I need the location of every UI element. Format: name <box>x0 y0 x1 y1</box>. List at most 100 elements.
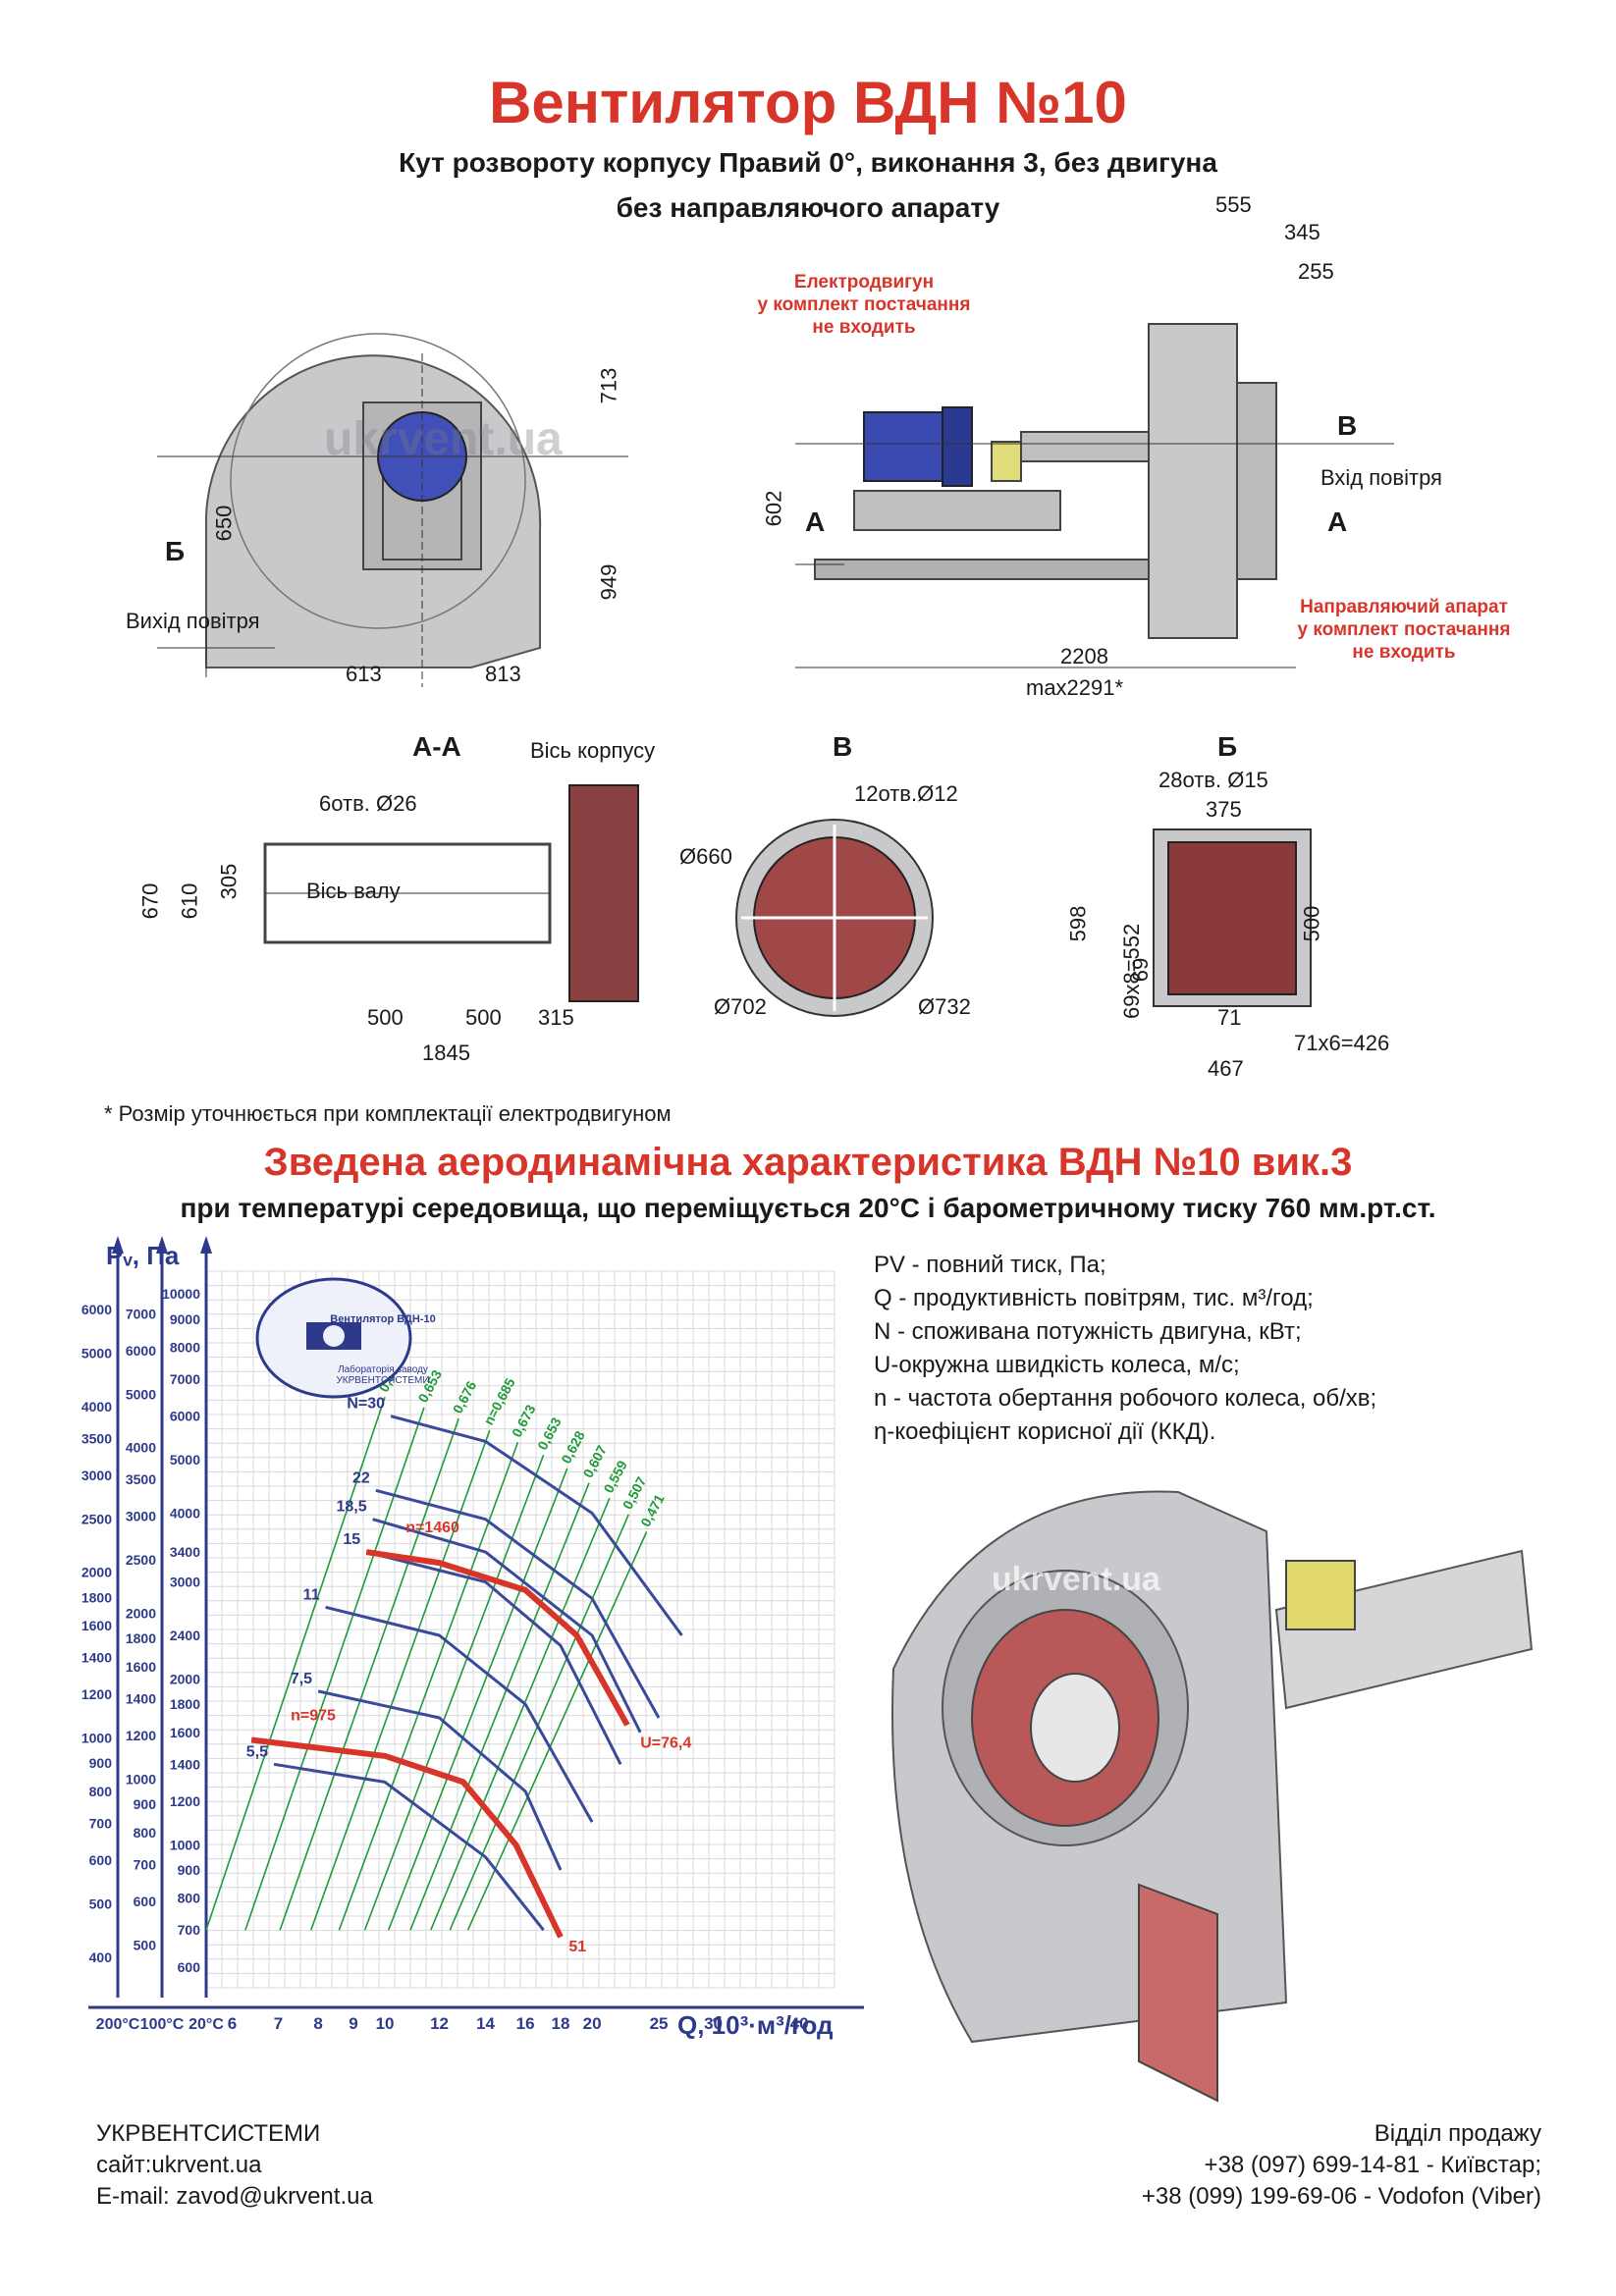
dim-602: 602 <box>761 490 786 527</box>
power-curve <box>317 1689 563 1871</box>
power-curve <box>390 1415 683 1636</box>
dim-613: 613 <box>346 662 382 686</box>
y-tick-label: 500 <box>134 1937 157 1952</box>
y-tick-label: 600 <box>89 1852 113 1868</box>
power-curve-label: 5,5 <box>246 1743 268 1760</box>
guide-note-line-3: не входить <box>1352 641 1456 663</box>
footer-company: УКРВЕНТСИСТЕМИ <box>96 2120 321 2147</box>
dim-650: 650 <box>211 505 237 542</box>
motor-note: Електродвигун у комплект постачання не в… <box>727 272 1001 339</box>
y-tick-label: 700 <box>178 1922 201 1938</box>
y-tick-label: 10000 <box>162 1286 200 1302</box>
pressure-curve <box>365 1549 630 1727</box>
y-tick-label: 600 <box>178 1959 201 1975</box>
x-tick-label: 14 <box>476 2014 495 2033</box>
dim-71x6: 71x6=426 <box>1294 1031 1390 1055</box>
x-tick-label: 8 <box>313 2014 322 2033</box>
dim-305: 305 <box>216 863 242 900</box>
y-tick-label: 700 <box>134 1856 157 1872</box>
power-curve <box>325 1605 594 1823</box>
dim-467: 467 <box>1208 1056 1244 1081</box>
y-tick-label: 3400 <box>170 1544 200 1560</box>
y-tick-label: 1600 <box>81 1618 112 1633</box>
footer-phone-2[interactable]: +38 (099) 199-69-06 - Vodofon (Viber) <box>1141 2183 1541 2210</box>
guide-apparatus-note: Направляючий апарат у комплект постачанн… <box>1266 597 1541 664</box>
y-tick-label: 2500 <box>126 1552 156 1568</box>
dim-71: 71 <box>1217 1005 1242 1030</box>
y-tick-label: 3000 <box>81 1468 112 1483</box>
y-tick-label: 8000 <box>170 1340 200 1356</box>
y-tick-label: 800 <box>89 1784 113 1799</box>
y-tick-label: 1600 <box>126 1659 156 1675</box>
y-tick-label: 2000 <box>81 1565 112 1580</box>
legend-pv: PV - повний тиск, Па; <box>874 1252 1106 1278</box>
efficiency-label: 0,653 <box>534 1415 565 1453</box>
efficiency-line <box>409 1482 590 1931</box>
y-tick-label: 2400 <box>170 1628 200 1643</box>
efficiency-label: 0,471 <box>637 1491 668 1529</box>
dim-713: 713 <box>596 367 621 404</box>
y-tick-label: 1400 <box>170 1756 200 1772</box>
guide-note-line-2: у комплект постачання <box>1297 618 1511 640</box>
efficiency-line <box>466 1531 648 1931</box>
x-tick-label: 18 <box>552 2014 570 2033</box>
y-axis-arrow <box>112 1236 124 1254</box>
footer-site[interactable]: сайт:ukrvent.ua <box>96 2152 262 2178</box>
power-curve <box>273 1762 545 1932</box>
dim-949: 949 <box>596 563 621 601</box>
efficiency-label: 0,559 <box>600 1458 630 1496</box>
stamp-top-text: Вентилятор ВДН-10 <box>330 1313 436 1325</box>
dim-315: 315 <box>538 1005 574 1030</box>
dim-500-b: 500 <box>465 1005 502 1030</box>
y-tick-label: 2000 <box>126 1606 156 1622</box>
y-tick-label: 2000 <box>170 1671 200 1686</box>
inlet-label: Вхід повітря <box>1320 465 1442 490</box>
motor-note-line-1: Електродвигун <box>793 272 935 293</box>
x-temp-label: 100°C <box>140 2016 185 2033</box>
footer-email[interactable]: E-mail: zavod@ukrvent.ua <box>96 2183 373 2210</box>
x-temp-label: 20°C <box>189 2016 224 2033</box>
section-mark-a-left: A <box>805 507 826 537</box>
y-tick-label: 900 <box>89 1755 113 1771</box>
dim-69: 69 <box>1128 957 1154 983</box>
x-tick-label: 9 <box>349 2014 357 2033</box>
y-tick-label: 3000 <box>170 1575 200 1590</box>
dim-610: 610 <box>177 882 202 920</box>
y-tick-label: 3500 <box>126 1471 156 1487</box>
y-tick-label: 1800 <box>81 1589 112 1605</box>
holes-v-label: 12отв.Ø12 <box>854 781 958 806</box>
u-speed-label: U=76,4 <box>640 1735 691 1752</box>
power-curve <box>365 1550 622 1765</box>
footer-phone-1[interactable]: +38 (097) 699-14-81 - Київстар; <box>1204 2152 1541 2178</box>
x-tick-label: 10 <box>376 2014 395 2033</box>
page-subtitle-1: Кут розвороту корпусу Правий 0°, виконан… <box>399 147 1217 178</box>
y-axis-arrow <box>156 1236 168 1254</box>
y-tick-label: 1800 <box>170 1696 200 1712</box>
x-tick-label: 25 <box>650 2014 669 2033</box>
y-tick-label: 1200 <box>170 1793 200 1809</box>
y-tick-label: 1800 <box>126 1630 156 1646</box>
efficiency-label: n=0,685 <box>480 1375 518 1427</box>
y-tick-label: 7000 <box>170 1371 200 1387</box>
pressure-curve-label: n=1460 <box>405 1520 459 1536</box>
dim-d702: Ø702 <box>714 994 767 1019</box>
y-tick-label: 1400 <box>126 1690 156 1706</box>
section-mark-b-front: Б <box>165 536 186 566</box>
dim-1845: 1845 <box>422 1041 470 1065</box>
dim-500-a: 500 <box>367 1005 404 1030</box>
axis-shaft-label: Вісь валу <box>306 879 401 903</box>
chart-x-label: Q, 10³·м³/год <box>677 2010 834 2040</box>
chart-subtitle: при температурі середовища, що переміщує… <box>180 1193 1436 1223</box>
y-tick-label: 1600 <box>170 1725 200 1740</box>
section-b-drawing <box>1153 828 1312 1007</box>
efficiency-line <box>338 1442 519 1931</box>
dim-555: 555 <box>1215 192 1252 217</box>
section-mark-v: В <box>1337 410 1358 441</box>
y-tick-label: 400 <box>89 1949 113 1965</box>
y-tick-label: 500 <box>89 1896 113 1911</box>
stamp-logo <box>255 1277 412 1399</box>
power-curve-label: 15 <box>343 1531 360 1548</box>
efficiency-label: 0,673 <box>509 1402 539 1440</box>
y-tick-label: 7000 <box>126 1306 156 1321</box>
